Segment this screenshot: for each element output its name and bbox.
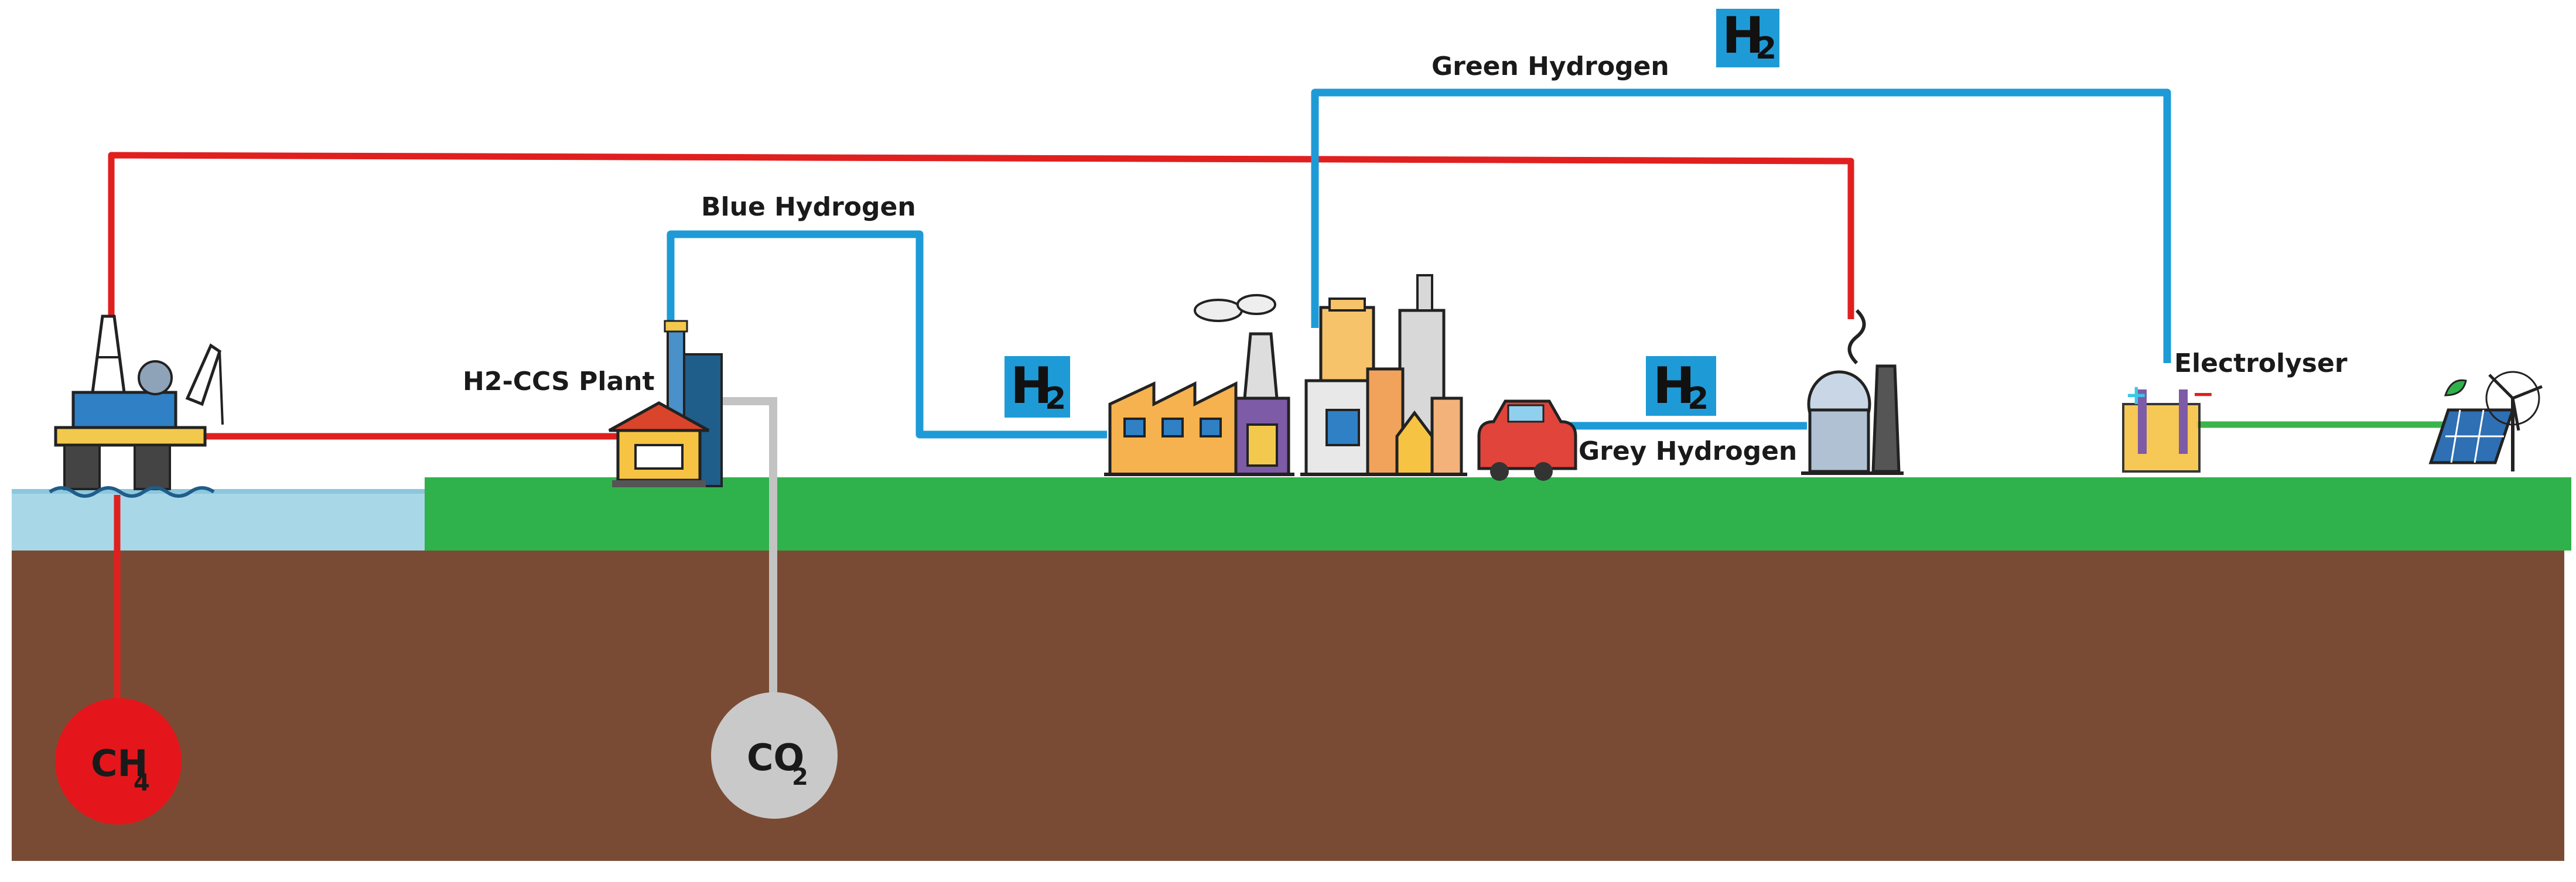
hydrogen-pipeline — [667, 88, 2171, 439]
svg-text:H: H — [1653, 357, 1695, 415]
electrolyser-label: Electrolyser — [2174, 348, 2348, 378]
svg-text:2: 2 — [1755, 31, 1776, 66]
grey-hydrogen-label: Grey Hydrogen — [1579, 436, 1797, 466]
city-buildings-icon — [1300, 274, 1467, 476]
factory-icon — [1104, 294, 1294, 476]
methane-reservoir: CH 4 — [55, 698, 182, 825]
svg-text:2: 2 — [1045, 381, 1066, 416]
svg-text:2: 2 — [792, 764, 808, 791]
svg-text:2: 2 — [1687, 381, 1709, 416]
co2-reservoir: CO 2 — [711, 692, 838, 819]
svg-text:4: 4 — [134, 770, 150, 796]
electrolyser-icon: + − — [2122, 378, 2215, 473]
svg-text:CO: CO — [747, 736, 804, 779]
h2-badge: H 2 — [1005, 356, 1070, 418]
svg-text:−: − — [2192, 378, 2215, 409]
sea-surface — [12, 489, 425, 494]
offshore-rig-icon — [49, 314, 224, 498]
svg-text:+: + — [2125, 379, 2148, 411]
grass-strip — [425, 477, 2571, 551]
h2-badge: H 2 — [1716, 6, 1779, 67]
h2-ccs-plant-label: H2-CCS Plant — [463, 367, 655, 396]
natural-gas-pipeline — [108, 152, 1854, 712]
blue-hydrogen-label: Blue Hydrogen — [701, 192, 916, 222]
sea — [12, 489, 425, 551]
h2-badge: H 2 — [1646, 356, 1716, 416]
svg-text:CH: CH — [91, 742, 148, 785]
soil — [12, 548, 2564, 861]
svg-text:H: H — [1010, 357, 1053, 415]
ccs-plant-icon — [608, 320, 723, 487]
solar-wind-icon — [2428, 371, 2543, 471]
svg-text:H: H — [1722, 6, 1764, 65]
green-hydrogen-label: Green Hydrogen — [1432, 52, 1669, 81]
gas-plant-icon — [1801, 309, 1904, 475]
car-icon — [1477, 399, 1577, 481]
co2-pipeline — [722, 397, 777, 709]
